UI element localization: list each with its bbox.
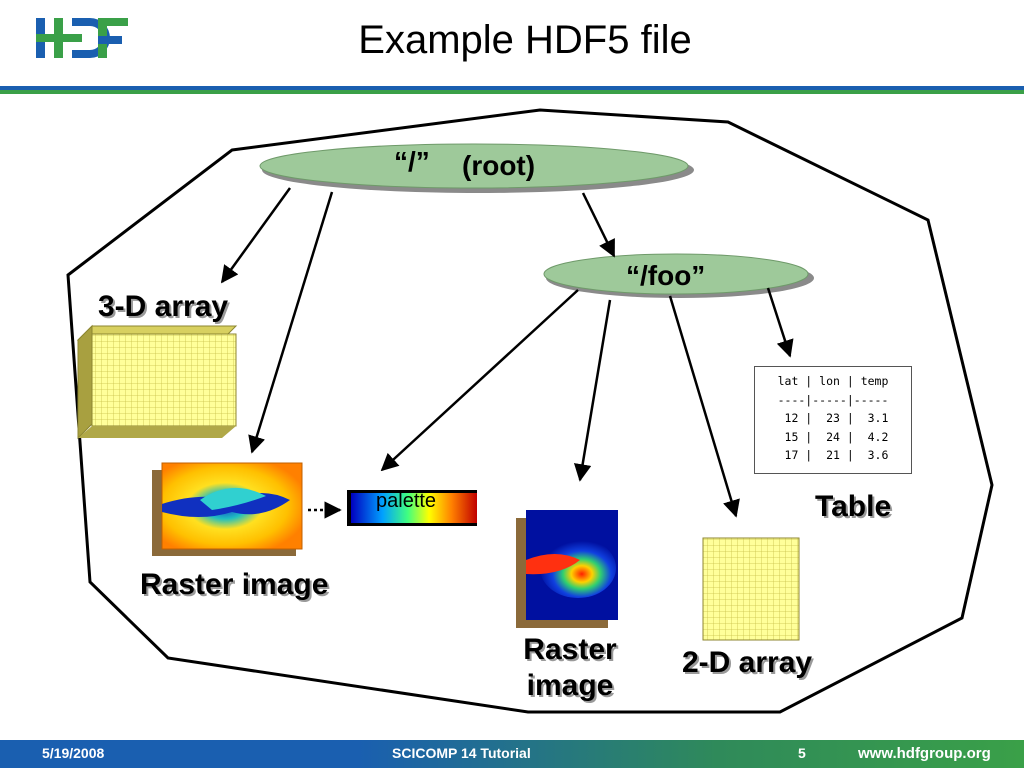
hdf-logo	[34, 14, 130, 70]
root-node-label: (root)	[462, 150, 536, 181]
palette-label: palette	[376, 490, 437, 512]
arrow-foo-to-raster2	[573, 299, 612, 482]
arrow-root-to-3d-array	[220, 187, 292, 284]
2d-array-grid	[702, 537, 800, 641]
root-group-node	[259, 143, 694, 193]
root-node-name: “/”	[394, 146, 430, 177]
arrow-foo-to-table	[766, 287, 794, 358]
table-row: 17 | 21 | 3.6	[777, 448, 889, 463]
2d-array-label: 2-D array	[682, 646, 813, 679]
slide-footer: 5/19/2008 SCICOMP 14 Tutorial 5 www.hdfg…	[0, 740, 1024, 768]
arrow-foo-to-palette	[380, 289, 579, 472]
table-rule: ----|-----|-----	[777, 392, 889, 407]
table-header: lat | lon | temp	[777, 374, 889, 388]
arrow-root-to-raster	[248, 191, 334, 454]
palette-strip	[347, 490, 477, 526]
table-row: 15 | 24 | 4.2	[777, 429, 889, 444]
raster-image-1-label: Raster image	[140, 568, 329, 601]
3d-array-label: 3-D array	[98, 290, 229, 323]
footer-date: 5/19/2008	[42, 745, 105, 761]
file-boundary	[66, 108, 994, 714]
raster-image-2	[516, 510, 618, 628]
3d-array-block	[76, 324, 238, 440]
foo-group-node	[543, 253, 814, 298]
arrow-foo-to-2d-array	[668, 295, 740, 518]
arrow-root-to-foo	[581, 192, 616, 258]
title-rule-accent	[0, 90, 1024, 94]
raster-image-1	[152, 462, 303, 556]
title-rule	[0, 86, 1024, 90]
footer-page-number: 5	[798, 745, 806, 761]
foo-node-name: “/foo”	[626, 260, 706, 291]
footer-website[interactable]: www.hdfgroup.org	[858, 745, 991, 762]
raster-image-2-label: Raster image	[523, 633, 617, 702]
table-dataset: lat | lon | temp ----|-----|----- 12 | 2…	[754, 366, 912, 474]
table-row: 12 | 23 | 3.1	[777, 411, 889, 426]
table-label: Table	[815, 490, 892, 523]
slide-title: Example HDF5 file	[358, 18, 692, 62]
footer-event: SCICOMP 14 Tutorial	[392, 745, 531, 761]
